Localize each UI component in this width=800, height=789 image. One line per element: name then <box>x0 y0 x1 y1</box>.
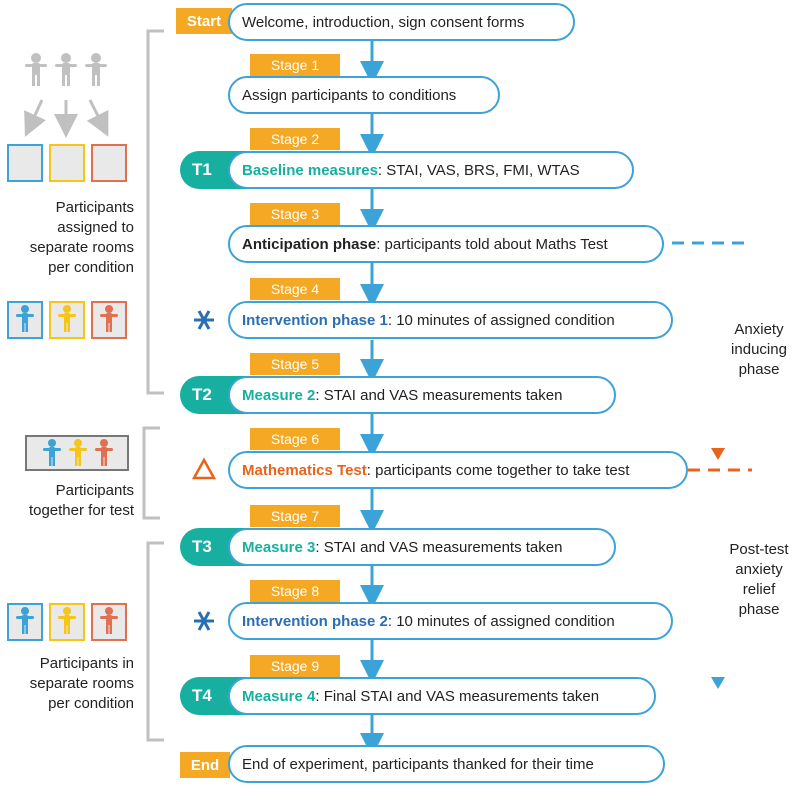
end-label: End <box>190 756 220 774</box>
step-keyword: Measure 3 <box>242 538 316 556</box>
step-maths-test: Mathematics Test: participants come toge… <box>228 451 688 489</box>
room-box-yellow <box>49 144 85 182</box>
step-measure-2: Measure 2: STAI and VAS measurements tak… <box>228 376 616 414</box>
relief-arrowhead <box>711 677 725 689</box>
step-keyword: Baseline measures <box>242 161 378 179</box>
step-text: : 10 minutes of assigned condition <box>387 612 615 630</box>
step-text: : STAI and VAS measurements taken <box>315 386 563 404</box>
step-measure-4: Measure 4: Final STAI and VAS measuremen… <box>228 677 656 715</box>
bracket-together <box>142 426 160 520</box>
condition-boxes-occupied-1 <box>7 301 127 339</box>
step-text: : Final STAI and VAS measurements taken <box>315 687 600 705</box>
person-icon <box>25 53 47 86</box>
step-intervention-2: Intervention phase 2: 10 minutes of assi… <box>228 602 673 640</box>
person-icon <box>69 439 87 466</box>
step-baseline: Baseline measures: STAI, VAS, BRS, FMI, … <box>228 151 634 189</box>
stage-tag-3: Stage 3 <box>250 203 340 225</box>
shared-room-box <box>25 435 129 471</box>
step-keyword: Intervention phase 2 <box>242 612 388 630</box>
start-tag: Start <box>176 8 232 34</box>
stage-tag-4: Stage 4 <box>250 278 340 300</box>
person-icon <box>58 607 76 634</box>
person-icon <box>43 439 61 466</box>
step-keyword: Mathematics Test <box>242 461 367 479</box>
step-measure-3: Measure 3: STAI and VAS measurements tak… <box>228 528 616 566</box>
bracket-separate-rooms-2 <box>146 541 164 742</box>
anxiety-arrowhead <box>711 448 725 460</box>
step-end: End of experiment, participants thanked … <box>228 745 665 783</box>
stage-tag-1: Stage 1 <box>250 54 340 76</box>
step-text: : participants told about Maths Test <box>376 235 608 253</box>
stage-tag-6: Stage 6 <box>250 428 340 450</box>
label-together: Participants together for test <box>28 482 134 519</box>
step-assign: Assign participants to conditions <box>228 76 500 114</box>
stage-tag-9: Stage 9 <box>250 655 340 677</box>
person-icon <box>16 607 34 634</box>
person-icon <box>58 305 76 332</box>
condition-boxes-occupied-2 <box>7 603 127 641</box>
step-text: End of experiment, participants thanked … <box>242 755 594 773</box>
step-text: Welcome, introduction, sign consent form… <box>242 13 525 31</box>
room-box-blue <box>7 144 43 182</box>
person-icon <box>85 53 107 86</box>
label-separate-rooms: Participants assigned to separate rooms … <box>29 199 134 276</box>
start-label: Start <box>186 12 222 30</box>
step-text: : participants come together to take tes… <box>366 461 630 479</box>
step-text: : 10 minutes of assigned condition <box>387 311 615 329</box>
step-intervention-1: Intervention phase 1: 10 minutes of assi… <box>228 301 673 339</box>
person-icon <box>100 607 118 634</box>
person-icon <box>16 305 34 332</box>
stage-tag-5: Stage 5 <box>250 353 340 375</box>
label-anxiety-phase: Anxiety inducing phase <box>724 320 794 380</box>
grey-people-group <box>25 53 107 86</box>
person-icon <box>95 439 113 466</box>
assignment-arrows <box>24 99 109 138</box>
step-anticipation: Anticipation phase: participants told ab… <box>228 225 664 263</box>
condition-boxes-empty <box>7 144 127 182</box>
step-text: : STAI, VAS, BRS, FMI, WTAS <box>377 161 580 179</box>
asterisk-icon <box>194 310 214 330</box>
bracket-separate-rooms <box>146 29 164 395</box>
label-relief-phase: Post-test anxiety relief phase <box>724 540 794 620</box>
asterisk-icon <box>194 611 214 631</box>
step-keyword: Measure 2 <box>242 386 316 404</box>
stage-tag-7: Stage 7 <box>250 505 340 527</box>
step-keyword: Intervention phase 1 <box>242 311 388 329</box>
end-tag: End <box>180 752 230 778</box>
person-icon <box>100 305 118 332</box>
triangle-icon <box>191 457 217 480</box>
step-text: : STAI and VAS measurements taken <box>315 538 563 556</box>
stage-tag-2: Stage 2 <box>250 128 340 150</box>
label-separate-rooms-2: Participants in separate rooms per condi… <box>29 655 134 712</box>
step-text: Assign participants to conditions <box>242 86 457 104</box>
step-keyword: Anticipation phase <box>242 235 377 253</box>
room-box-salmon <box>91 144 127 182</box>
left-brackets <box>142 29 164 742</box>
person-icon <box>55 53 77 86</box>
step-keyword: Measure 4 <box>242 687 316 705</box>
stage-tag-8: Stage 8 <box>250 580 340 602</box>
step-welcome: Welcome, introduction, sign consent form… <box>228 3 575 41</box>
